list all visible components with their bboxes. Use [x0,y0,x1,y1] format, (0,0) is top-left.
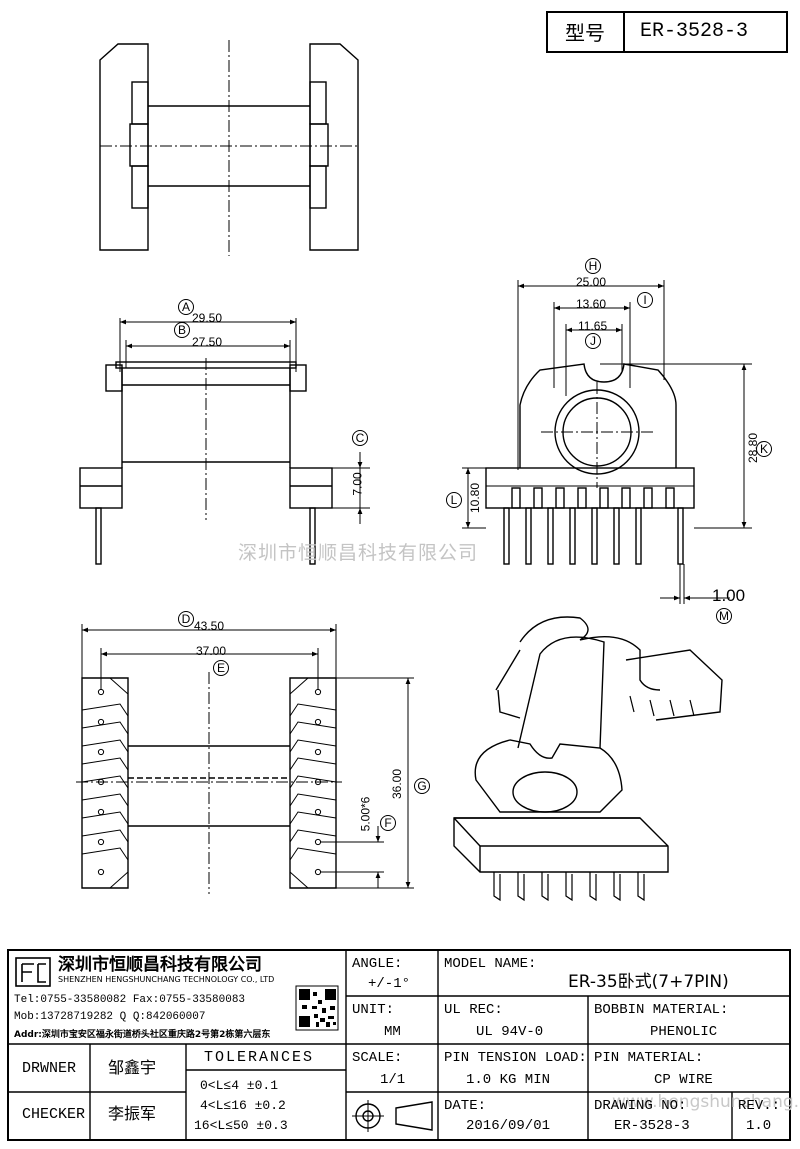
pin-tension-value: 1.0 KG MIN [466,1072,551,1088]
model-name-value: ER-35卧式(7+7PIN) [568,972,729,992]
dim-h-value: 25.00 [576,275,607,289]
company-tel-fax: Tel:0755-33580082 Fax:0755-33580083 [14,994,246,1006]
tolerance-row-2: 4<L≤16 ±0.2 [200,1098,286,1113]
dim-h-lines [462,280,752,604]
dim-j-balloon: J [585,333,601,349]
tolerance-row-1: 0<L≤4 ±0.1 [200,1078,279,1093]
dim-a-value: 29.50 [192,311,223,325]
type-label: 型号 [565,21,605,45]
rev-label: REV.: [738,1098,781,1114]
dim-g-value: 36.00 [390,768,405,800]
title-block-grid [7,949,791,1141]
view-bottom [76,672,342,894]
dim-c-balloon: C [352,430,368,446]
ul-rec-label: UL REC: [444,1002,503,1018]
company-logo [15,957,51,987]
watermark-url: www.hengshunchang.com [612,1092,800,1112]
dim-e-value: 37.00 [196,644,227,658]
date-value: 2016/09/01 [466,1118,551,1134]
angle-value: +/-1° [368,976,411,992]
unit-value: MM [384,1024,401,1040]
company-address: Addr:深圳市宝安区福永街道桥头社区重庆路2号第2栋第六层东 [14,1030,271,1040]
company-name-en: SHENZHEN HENGSHUNCHANG TECHNOLOGY CO., L… [58,975,275,984]
dim-e-balloon: E [213,660,229,676]
date-label: DATE: [444,1098,487,1114]
model-code: ER-3528-3 [640,20,749,43]
bobbin-material-label: BOBBIN MATERIAL: [594,1002,729,1018]
view-side [485,363,695,565]
dim-d-balloon: D [178,611,194,627]
ul-rec-value: UL 94V-0 [476,1024,544,1040]
tolerance-row-3: 16<L≤50 ±0.3 [194,1118,288,1133]
drwner-label: DRWNER [22,1060,77,1077]
pin-slots-right [289,677,337,889]
drwner-value: 邹鑫宇 [108,1058,157,1077]
pin-material-label: PIN MATERIAL: [594,1050,704,1066]
rev-value: 1.0 [746,1118,772,1134]
dim-m-balloon: M [716,608,732,624]
dim-j-value: 11.65 [578,319,608,333]
dim-i-value: 13.60 [576,297,607,311]
view-front [79,358,333,565]
dim-d-value: 43.50 [194,619,225,633]
dim-d-lines [81,624,414,889]
pin-slots-left [81,677,129,889]
dim-b-balloon: B [174,322,190,338]
dim-a-lines [119,318,370,524]
dim-l-value: 10.80 [468,482,483,514]
pin-material-value: CP WIRE [654,1072,713,1088]
watermark-company: 深圳市恒顺昌科技有限公司 [238,542,479,564]
company-mob-qq: Mob:13728719282 Q Q:842060007 [14,1011,206,1023]
dim-k-balloon: K [756,441,772,457]
drawing-no-value: ER-3528-3 [614,1118,690,1134]
dim-i-balloon: I [637,292,653,308]
scale-label: SCALE: [352,1050,403,1066]
dim-c-value: 7.00 [350,472,365,496]
checker-label: CHECKER [22,1106,86,1123]
projection-symbol [352,1100,433,1132]
drawing-no-label: DRAWING NO: [594,1098,687,1114]
view-top [99,40,359,256]
company-name-cn: 深圳市恒顺昌科技有限公司 [58,955,262,975]
bobbin-material-value: PHENOLIC [650,1024,718,1040]
unit-label: UNIT: [352,1002,395,1018]
iso-pins-top [629,695,695,717]
dim-m-value: 1.00 [712,586,746,605]
dim-g-balloon: G [414,778,430,794]
angle-label: ANGLE: [352,956,403,972]
view-isometric [453,616,723,902]
dim-l-balloon: L [446,492,462,508]
pin-tension-label: PIN TENSION LOAD: [444,1050,587,1066]
dim-f-value: 5.00*6 [358,796,373,832]
dim-h-balloon: H [585,258,601,274]
checker-value: 李振军 [108,1104,157,1123]
header-box [546,11,788,53]
iso-pins-bottom [493,872,645,902]
qr-code [295,985,339,1031]
scale-value: 1/1 [380,1072,406,1088]
dim-f-balloon: F [380,815,396,831]
dim-a-balloon: A [178,299,194,315]
model-name-label: MODEL NAME: [444,956,537,972]
dim-b-value: 27.50 [192,335,223,349]
tolerances-label: TOLERANCES [204,1049,315,1066]
